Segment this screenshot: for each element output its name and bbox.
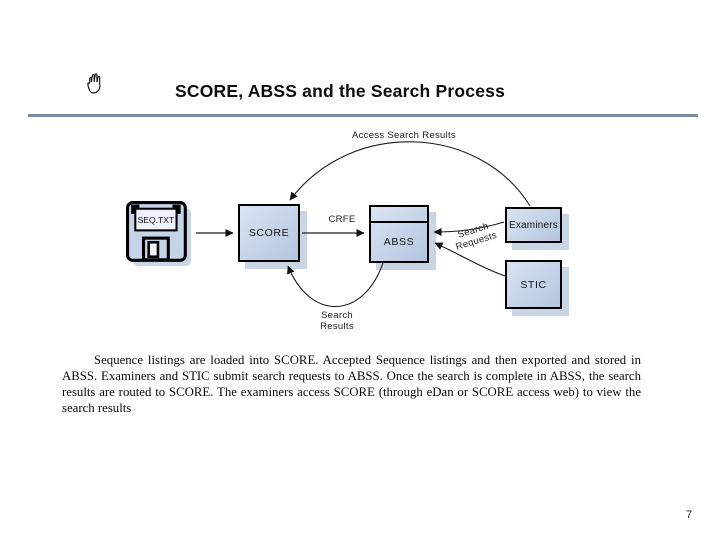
- paragraph-line: Sequence listings are loaded into SCORE.…: [94, 353, 641, 367]
- page-number: 7: [686, 509, 693, 521]
- floppy-disk-icon: SEQ.TXT: [126, 201, 192, 267]
- slide-title: SCORE, ABSS and the Search Process: [174, 81, 505, 101]
- hand-icon-svg: [87, 73, 101, 94]
- edge-label-search-results: Search Results: [320, 310, 354, 332]
- edge-label-access-search-results: Access Search Results: [352, 130, 456, 141]
- paragraph-line: results are routed to SCORE. The examine…: [62, 384, 641, 399]
- node-score: SCORE: [238, 204, 300, 262]
- node-abss-label: ABSS: [383, 236, 415, 248]
- edge-examiners-to-score-access: [289, 141, 531, 207]
- title-divider: [28, 114, 698, 117]
- edge-abss-to-score-results: [287, 262, 384, 308]
- node-abss-body: ABSS: [371, 223, 427, 261]
- floppy-label-area: [134, 207, 178, 232]
- node-abss-header: [371, 207, 427, 223]
- node-abss: ABSS: [369, 205, 429, 263]
- paragraph-line: ABSS. Examiners and STIC submit search r…: [62, 368, 641, 383]
- node-stic: STIC: [505, 260, 562, 309]
- floppy-label: SEQ.TXT: [138, 215, 175, 225]
- hand-icon: [85, 72, 103, 95]
- node-stic-label: STIC: [520, 278, 547, 291]
- node-score-label: SCORE: [248, 227, 290, 239]
- floppy-shutter-slot: [147, 240, 160, 258]
- floppy-disk-svg: SEQ.TXT: [126, 201, 191, 266]
- floppy-shutter: [141, 236, 170, 262]
- node-examiners-label: Examiners: [508, 219, 559, 231]
- paragraph-line: search results: [62, 400, 132, 415]
- node-examiners: Examiners: [505, 207, 562, 243]
- edge-label-crfe: CRFE: [328, 214, 356, 225]
- edge-label-search-requests: Search Requests: [454, 220, 499, 253]
- body-paragraph: Sequence listings are loaded into SCORE.…: [62, 353, 641, 417]
